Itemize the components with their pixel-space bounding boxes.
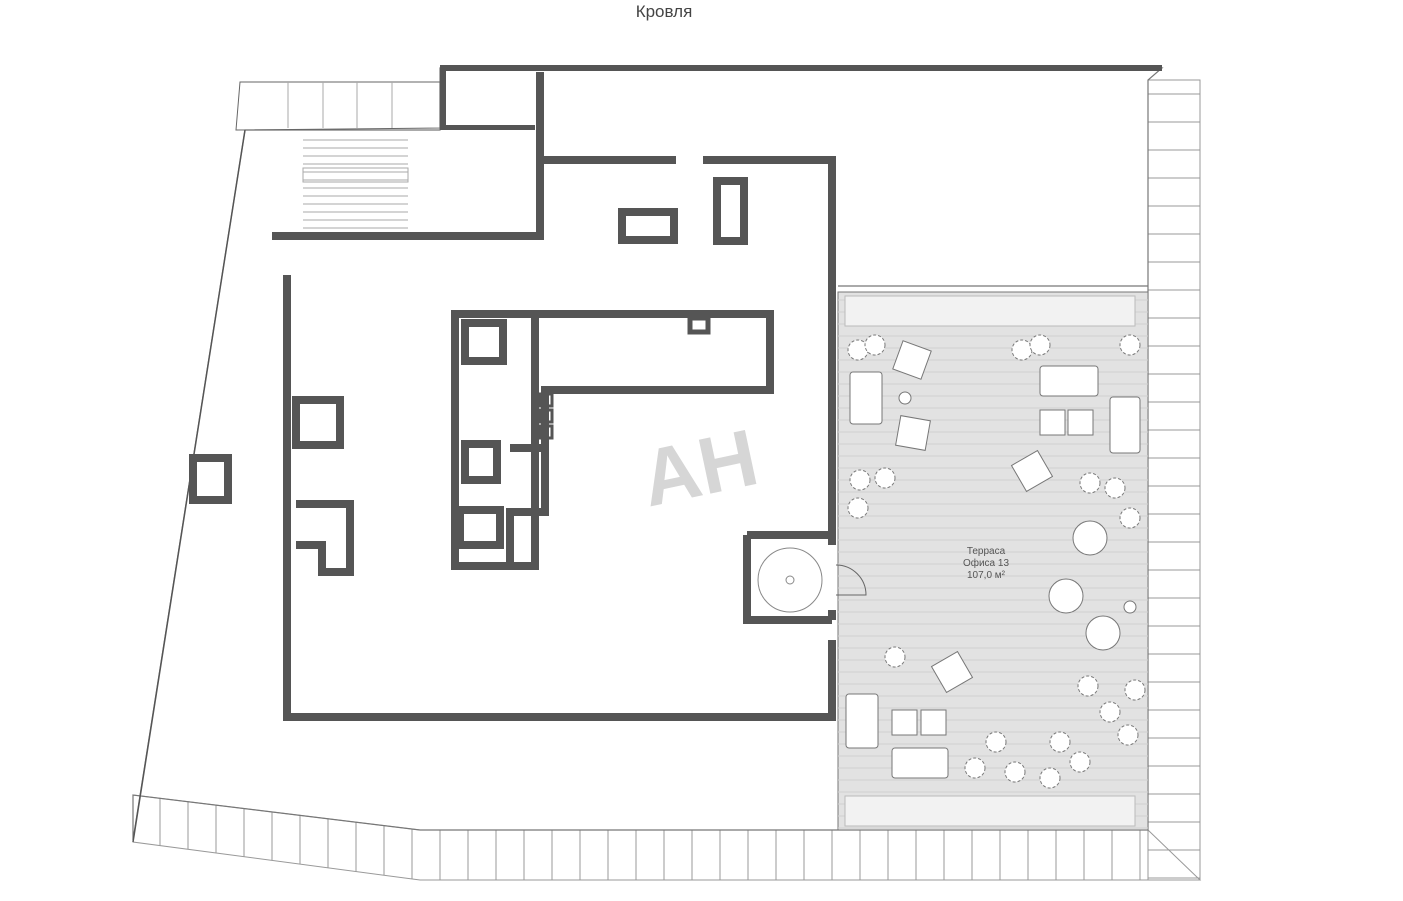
plant-icon	[847, 497, 869, 519]
plant-icon	[1124, 679, 1146, 701]
terrace-furniture	[845, 340, 1141, 779]
spiral-staircase	[757, 547, 867, 613]
walls	[189, 72, 836, 721]
plant-icon	[964, 757, 986, 779]
terrace-name: Терраса	[966, 546, 1006, 557]
plant-icon	[864, 334, 886, 356]
plant-icon	[985, 731, 1007, 753]
plant-icon	[847, 339, 869, 361]
plant-icon	[1119, 334, 1141, 356]
terrace-area: 107,0 м²	[966, 570, 1005, 581]
plant-icon	[849, 469, 871, 491]
plant-icon	[1029, 334, 1051, 356]
wall-top	[440, 65, 1162, 71]
plant-icon	[1069, 751, 1091, 773]
paving-right	[1147, 79, 1201, 881]
plant-icon	[1004, 761, 1026, 783]
plant-icon	[1079, 472, 1101, 494]
plan-title: Кровля	[635, 2, 693, 21]
plant-icon	[1104, 477, 1126, 499]
plant-icon	[884, 646, 906, 668]
terrace-label: Терраса Офиса 13 107,0 м²	[936, 546, 1036, 582]
plant-icon	[1117, 724, 1139, 746]
watermark-logo: AH	[634, 412, 766, 523]
plant-icon	[874, 467, 896, 489]
plant-icon	[1077, 675, 1099, 697]
plant-icon	[1049, 731, 1071, 753]
plant-icon	[1119, 507, 1141, 529]
plant-icon	[1011, 339, 1033, 361]
staircase	[235, 81, 441, 229]
terrace-owner: Офиса 13	[962, 558, 1010, 569]
plant-icon	[1039, 767, 1061, 789]
plant-icon	[1099, 701, 1121, 723]
